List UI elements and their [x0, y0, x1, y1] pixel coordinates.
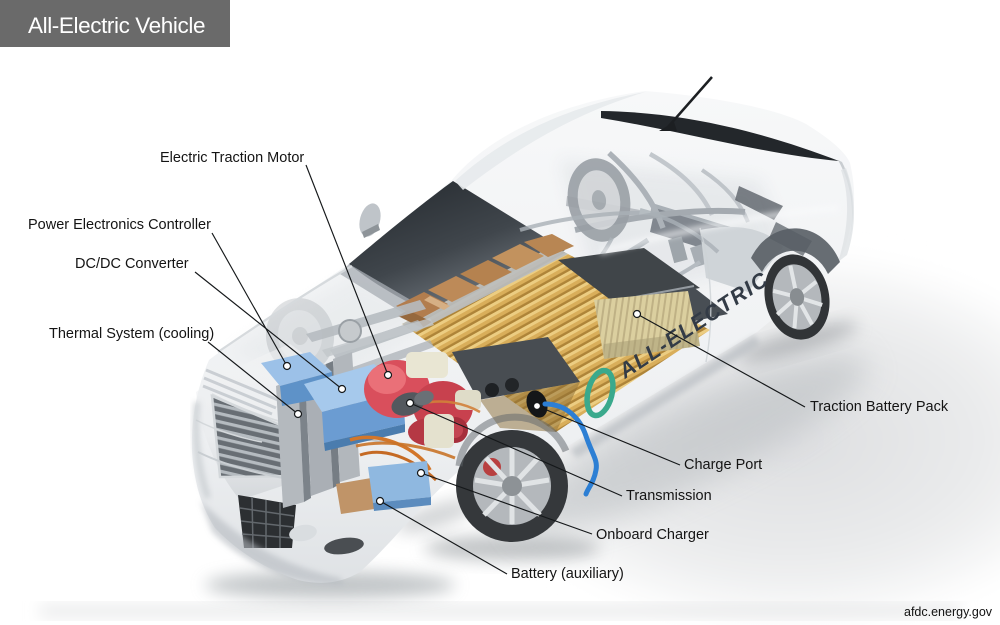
- svg-text:Onboard Charger: Onboard Charger: [596, 527, 709, 543]
- svg-text:All-Electric Vehicle: All-Electric Vehicle: [28, 13, 205, 38]
- svg-text:afdc.energy.gov: afdc.energy.gov: [904, 605, 993, 619]
- svg-text:Battery (auxiliary): Battery (auxiliary): [511, 566, 624, 582]
- svg-text:Traction Battery Pack: Traction Battery Pack: [810, 399, 949, 415]
- svg-text:Power Electronics Controller: Power Electronics Controller: [28, 217, 211, 233]
- svg-text:Transmission: Transmission: [626, 488, 712, 504]
- svg-text:Thermal System (cooling): Thermal System (cooling): [49, 326, 214, 342]
- svg-text:Charge Port: Charge Port: [684, 457, 762, 473]
- svg-text:Electric Traction Motor: Electric Traction Motor: [160, 150, 304, 166]
- svg-text:DC/DC Converter: DC/DC Converter: [75, 256, 189, 272]
